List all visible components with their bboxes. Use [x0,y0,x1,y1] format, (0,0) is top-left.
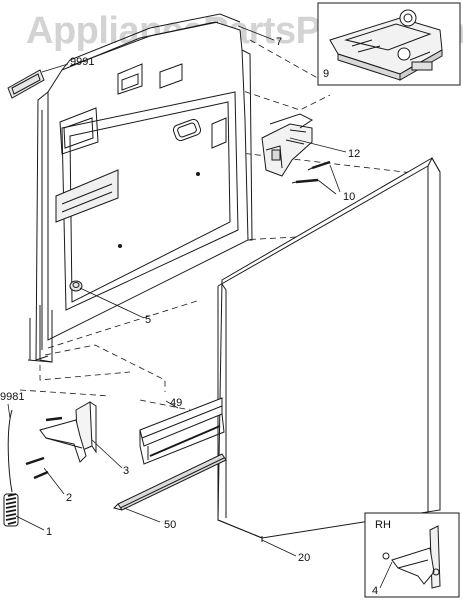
callout-part-5: 5 [145,314,152,326]
tub-frame-part-7 [27,13,253,363]
callout-part-49: 49 [170,397,183,409]
callout-part-3: 3 [123,465,130,477]
callout-part-2: 2 [66,492,73,504]
latch-part-12 [261,113,313,177]
side-panel-part-20 [217,156,441,542]
bumper-part-5 [69,280,83,292]
screws-part-2 [25,416,63,480]
callout-part-7: 7 [276,36,283,48]
callout-part-12: 12 [348,148,361,160]
callout-part-50: 50 [164,519,177,531]
hinge-bracket-part-3 [39,401,97,463]
callout-part-20: 20 [298,552,311,564]
strip-part-50 [113,453,227,511]
inset-box-part-9 [317,2,461,86]
callout-part-9: 9 [323,68,330,80]
gasket-part-9991 [7,69,45,99]
callout-part-9981: 9981 [0,391,25,403]
rail-part-49 [139,397,225,465]
inset-rh-title: RH [375,519,391,531]
screws-part-10 [291,160,331,184]
leader-lines [7,25,393,589]
callout-part-10: 10 [343,191,356,203]
spring-part-1 [3,409,19,527]
callout-part-4: 4 [372,585,379,597]
callout-part-9991: 9991 [70,56,95,68]
inset-box-rh-part-4 [364,512,460,598]
callout-part-1: 1 [46,526,53,538]
